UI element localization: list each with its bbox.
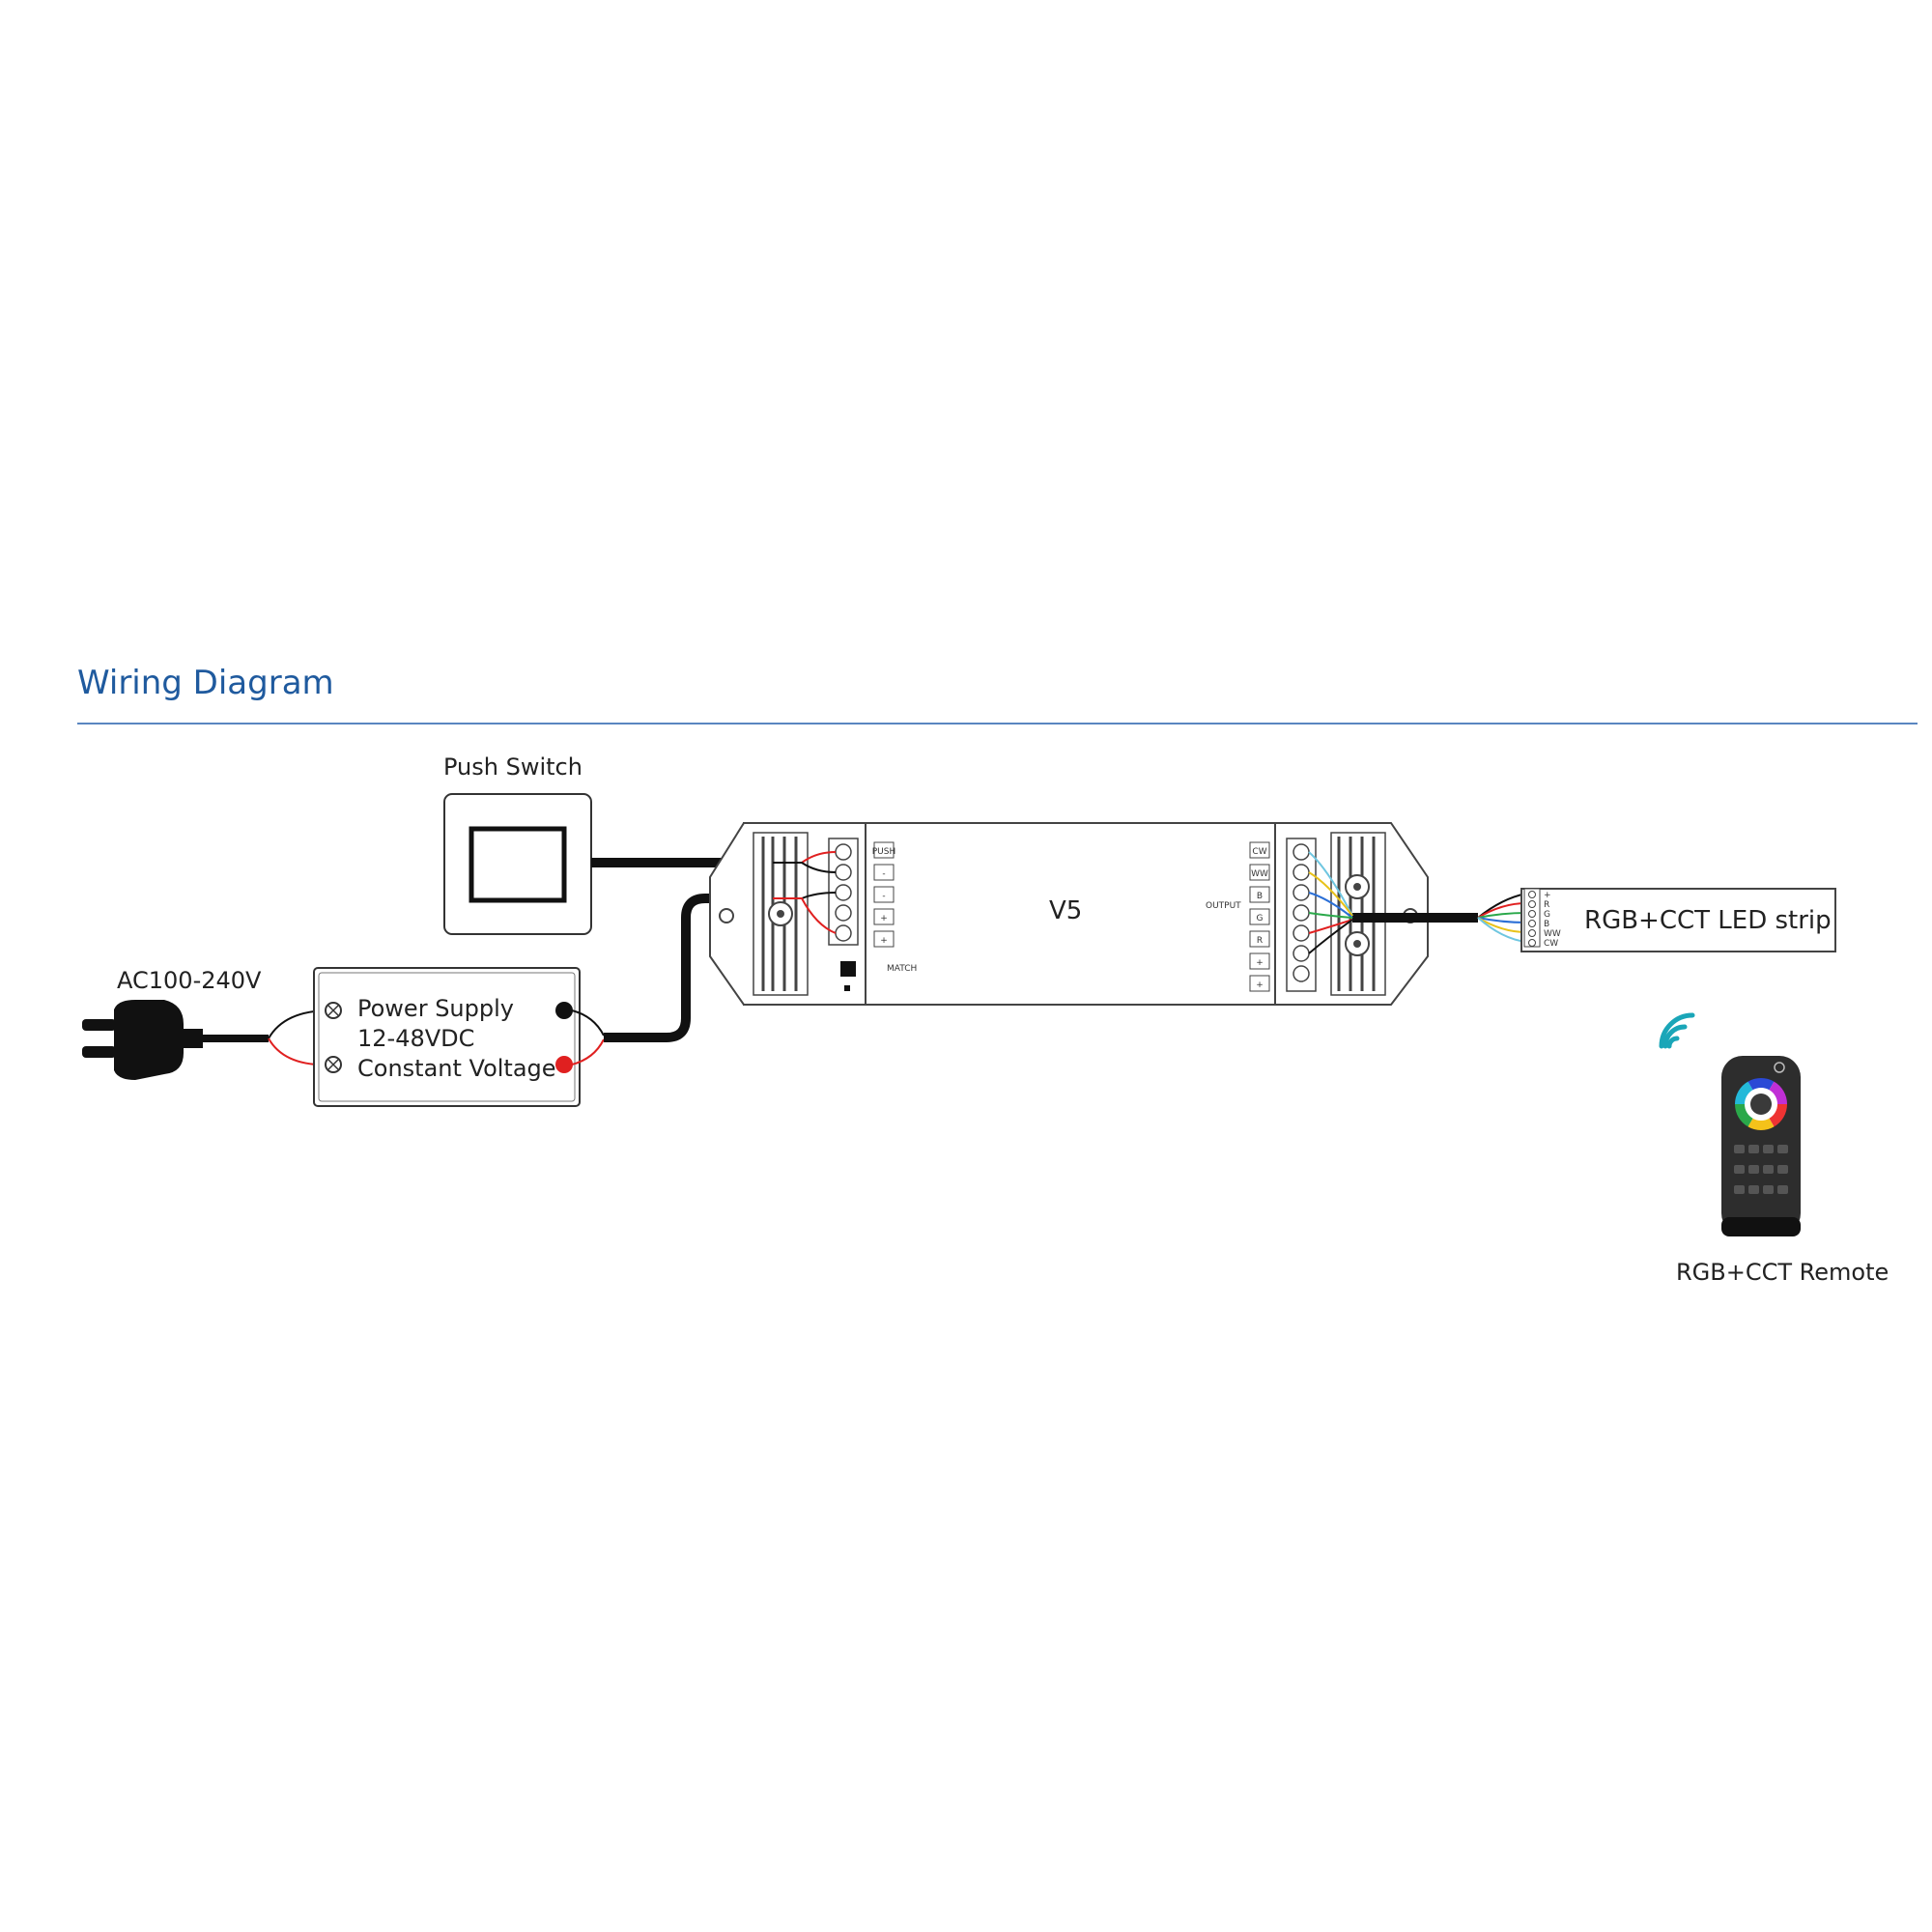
input-terminal-2: - bbox=[882, 892, 885, 901]
power-wire-pos bbox=[773, 897, 837, 934]
power-supply-line3: Constant Voltage bbox=[357, 1055, 556, 1082]
strip-pin-3: B bbox=[1544, 920, 1549, 929]
strip-pin-2: G bbox=[1544, 910, 1550, 920]
led-strip-label: RGB+CCT LED strip bbox=[1584, 906, 1832, 935]
push-switch-label: Push Switch bbox=[443, 753, 582, 781]
led-strip bbox=[1520, 888, 1836, 952]
output-terminal-1: WW bbox=[1251, 869, 1268, 879]
power-supply-line2: 12-48VDC bbox=[357, 1025, 474, 1052]
output-label: OUTPUT bbox=[1206, 901, 1241, 911]
power-supply bbox=[313, 967, 581, 1107]
output-terminal-2: B bbox=[1257, 892, 1263, 901]
remote-buttons bbox=[1734, 1145, 1788, 1194]
wire-g bbox=[1308, 912, 1353, 919]
input-terminal-1: - bbox=[882, 869, 885, 879]
output-terminal-0: CW bbox=[1252, 847, 1266, 857]
strip-pin-1: R bbox=[1544, 900, 1549, 910]
led-strip-pins: + R G B WW CW bbox=[1544, 891, 1561, 949]
wire-ww bbox=[1308, 871, 1353, 917]
remote-label: RGB+CCT Remote bbox=[1676, 1259, 1889, 1286]
wire-r bbox=[1308, 919, 1353, 934]
power-cable bbox=[604, 894, 773, 1042]
psu-wire-negative bbox=[571, 1009, 605, 1037]
strip-pin-5: CW bbox=[1544, 939, 1558, 949]
match-label: MATCH bbox=[887, 964, 917, 974]
wire-cw bbox=[1308, 851, 1353, 917]
output-terminal-3: G bbox=[1257, 914, 1264, 923]
ac-input-label: AC100-240V bbox=[117, 967, 262, 994]
input-terminal-labels: PUSH - - + + MATCH bbox=[872, 841, 917, 974]
input-terminal-4: + bbox=[880, 936, 888, 946]
output-terminal-5: + bbox=[1256, 958, 1264, 968]
wireless-signal-icon bbox=[1659, 1012, 1695, 1049]
wire-b bbox=[1308, 892, 1353, 919]
diagram-title: Wiring Diagram bbox=[77, 664, 334, 702]
push-switch bbox=[443, 793, 592, 935]
output-terminal-6: + bbox=[1256, 980, 1264, 990]
switch-wire-2 bbox=[773, 862, 837, 873]
psu-wire-positive bbox=[571, 1038, 605, 1065]
controller-model: V5 bbox=[1049, 896, 1082, 925]
input-terminal-3: + bbox=[880, 914, 888, 923]
remote bbox=[1721, 1056, 1801, 1236]
strip-pin-0: + bbox=[1544, 891, 1551, 900]
output-terminal-labels: CW WW B G R + + OUTPUT bbox=[1206, 841, 1270, 992]
strip-pin-4: WW bbox=[1544, 929, 1561, 939]
ac-plug-icon bbox=[82, 1000, 269, 1080]
input-terminal-0: PUSH bbox=[872, 847, 896, 857]
remote-power-icon bbox=[1774, 1062, 1785, 1073]
output-terminal-4: R bbox=[1257, 936, 1263, 946]
power-supply-line1: Power Supply bbox=[357, 995, 514, 1022]
wire-plus bbox=[1308, 919, 1353, 954]
